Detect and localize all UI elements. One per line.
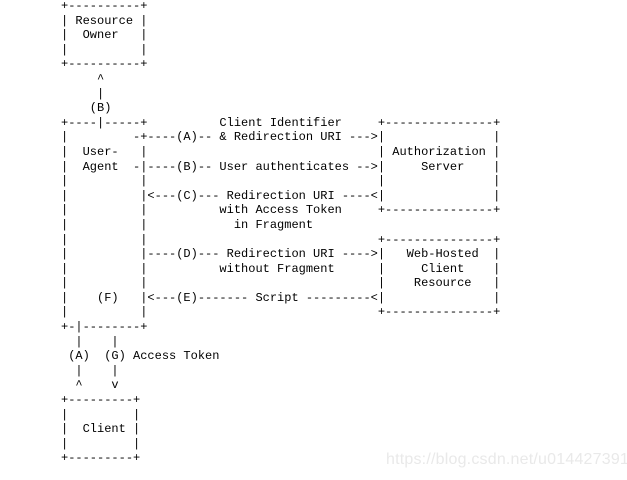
watermark-url: https://blog.csdn.net/u014427391 xyxy=(386,451,627,468)
oauth-implicit-flow-ascii-diagram: +----------+ | Resource | | Owner | | | … xyxy=(61,0,501,466)
